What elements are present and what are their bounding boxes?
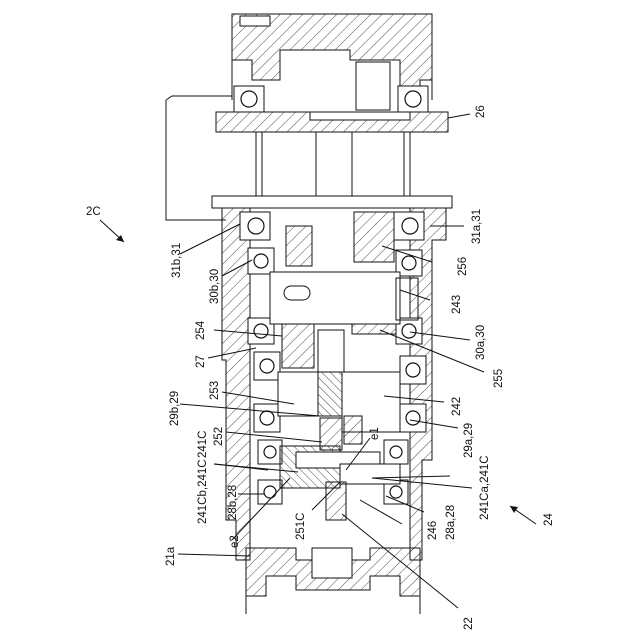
label-26: 26 xyxy=(475,105,487,118)
label-254: 254 xyxy=(195,320,207,340)
gear-256 xyxy=(354,212,394,262)
gear-253 xyxy=(278,372,342,416)
bearing-30b xyxy=(248,248,274,274)
label-253: 253 xyxy=(209,381,221,400)
gear-252 xyxy=(320,416,362,450)
label-252: 252 xyxy=(213,427,225,446)
label-22: 22 xyxy=(463,617,475,630)
label-28b28: 28b,28 xyxy=(227,485,239,520)
label-30a30: 30a,30 xyxy=(475,325,487,360)
gear-254-upper xyxy=(286,226,312,266)
label-29a29: 29a,29 xyxy=(463,423,475,458)
label-2C: 2C xyxy=(86,206,101,218)
label-24: 24 xyxy=(543,513,555,526)
crank-shaft-241C xyxy=(280,446,400,520)
arrow-2C xyxy=(100,220,124,242)
label-27: 27 xyxy=(195,355,207,368)
arrow-24 xyxy=(510,506,536,524)
bearing-29b xyxy=(254,352,280,432)
label-241Cb241C: 241Cb,241C xyxy=(197,459,209,524)
label-29b29: 29b,29 xyxy=(169,391,181,426)
label-256: 256 xyxy=(457,257,469,276)
label-30b30: 30b,30 xyxy=(209,269,221,304)
label-255: 255 xyxy=(493,369,505,388)
label-e1: e1 xyxy=(369,427,381,440)
label-28a28: 28a,28 xyxy=(445,505,457,540)
label-e2: e2 xyxy=(229,535,241,548)
top-bearing-left xyxy=(234,86,264,112)
label-251C: 251C xyxy=(295,513,307,541)
label-241Ca241C: 241Ca,241C xyxy=(479,455,491,520)
top-bearing-right xyxy=(398,86,428,112)
label-242: 242 xyxy=(451,397,463,416)
gear-254-lower xyxy=(282,324,314,368)
output-flange xyxy=(216,112,448,132)
label-246: 246 xyxy=(427,521,439,540)
middle-plate xyxy=(212,196,452,208)
label-21a: 21a xyxy=(165,546,177,566)
label-31b31: 31b,31 xyxy=(171,243,183,278)
label-241C: 241C xyxy=(197,431,209,459)
label-31a31: 31a,31 xyxy=(471,209,483,244)
bearing-31b xyxy=(240,212,270,240)
bearing-31a xyxy=(394,212,424,240)
shaft-243 xyxy=(270,272,418,324)
label-243: 243 xyxy=(451,295,463,314)
bottom-housing xyxy=(246,548,420,614)
